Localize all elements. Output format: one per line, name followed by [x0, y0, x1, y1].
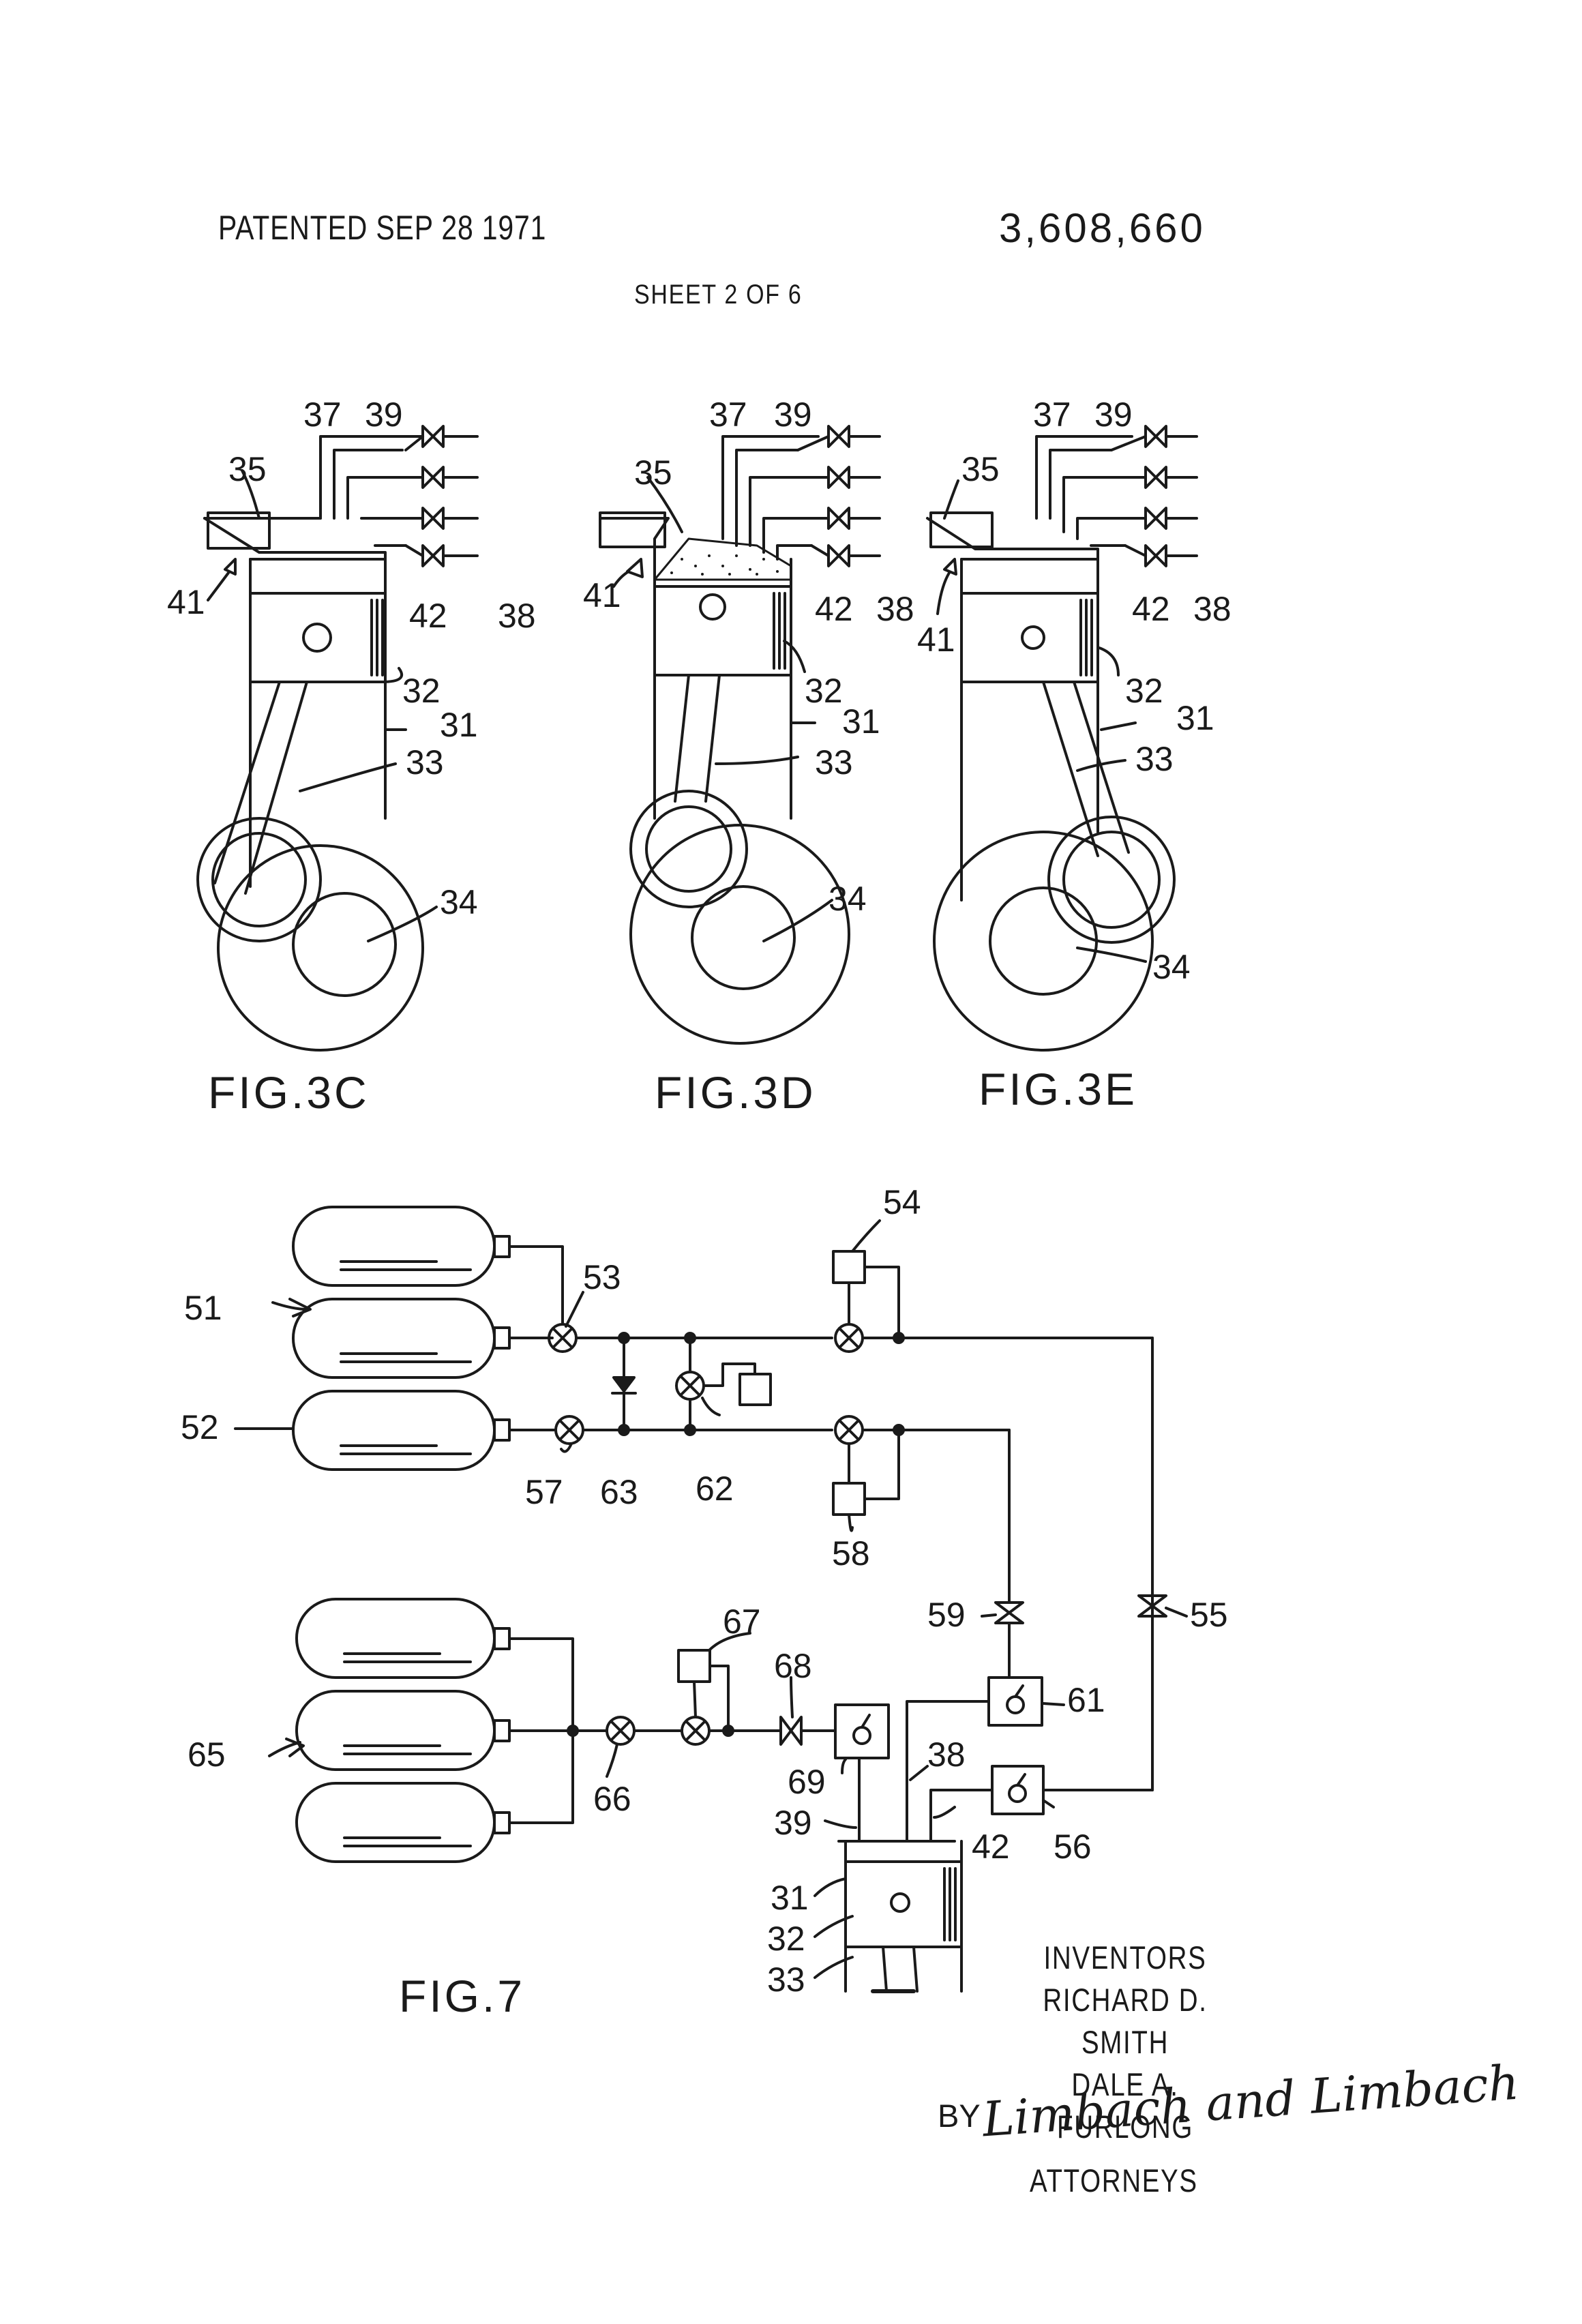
ref-fig3e-33: 33 [1135, 740, 1174, 778]
ref-fig7-53: 53 [583, 1258, 621, 1296]
ref-fig7-57: 57 [525, 1473, 563, 1511]
ref-fig3e-32: 32 [1125, 672, 1163, 710]
ref-fig3c-38: 38 [498, 597, 536, 635]
inventors-heading: INVENTORS [1008, 1937, 1242, 1979]
ref-fig3e-31: 31 [1176, 699, 1214, 737]
ref-fig7-32: 32 [767, 1920, 805, 1958]
ref-fig7-54: 54 [883, 1183, 921, 1221]
ref-fig7-38: 38 [927, 1735, 966, 1774]
figure-3c [198, 426, 477, 1050]
ref-fig7-55: 55 [1190, 1596, 1228, 1634]
ref-fig3d-41: 41 [583, 576, 621, 614]
attorneys-label: ATTORNEYS [1030, 2162, 1198, 2199]
ref-fig3d-35: 35 [634, 453, 672, 492]
ref-fig7-63: 63 [600, 1473, 638, 1511]
ref-fig3e-34: 34 [1152, 948, 1191, 986]
ref-fig3e-35: 35 [961, 450, 1000, 488]
ref-fig3e-42: 42 [1132, 590, 1170, 628]
by-label: BY [938, 2097, 981, 2134]
ref-fig7-39: 39 [774, 1804, 812, 1842]
ref-fig7-69: 69 [788, 1763, 826, 1801]
ref-fig3d-38: 38 [876, 590, 914, 628]
ref-fig7-33: 33 [767, 1961, 805, 1999]
ref-fig3c-35: 35 [228, 450, 267, 488]
caption-fig7: FIG.7 [399, 1971, 525, 2021]
ref-fig3e-37: 37 [1033, 396, 1071, 434]
ref-fig3d-33: 33 [815, 743, 853, 781]
ref-fig7-65: 65 [188, 1735, 226, 1774]
ref-fig3c-33: 33 [406, 743, 444, 781]
ref-fig7-62: 62 [696, 1470, 734, 1508]
ref-fig3d-34: 34 [829, 880, 867, 918]
ref-fig3e-38: 38 [1193, 590, 1232, 628]
ref-fig7-67: 67 [723, 1603, 761, 1641]
ref-fig3d-31: 31 [842, 702, 880, 741]
ref-fig3c-31: 31 [440, 706, 478, 744]
ref-fig7-59: 59 [927, 1596, 966, 1634]
ref-fig3c-42: 42 [409, 597, 447, 635]
ref-fig7-51: 51 [184, 1289, 222, 1327]
ref-fig7-31: 31 [771, 1879, 809, 1917]
ref-fig3d-42: 42 [815, 590, 853, 628]
ref-fig3e-41: 41 [917, 621, 955, 659]
figure-3d [600, 426, 880, 1043]
ref-fig3d-37: 37 [709, 396, 747, 434]
ref-fig3c-39: 39 [365, 396, 403, 434]
ref-fig3c-32: 32 [402, 672, 441, 710]
ref-fig7-52: 52 [181, 1408, 219, 1446]
figure-7 [235, 1207, 1186, 1991]
caption-fig3d: FIG.3D [655, 1067, 816, 1118]
ref-fig3d-39: 39 [774, 396, 812, 434]
caption-fig3c: FIG.3C [208, 1067, 370, 1118]
ref-fig7-61: 61 [1067, 1681, 1105, 1719]
ref-fig7-42: 42 [972, 1828, 1010, 1866]
ref-fig3c-41: 41 [167, 583, 205, 621]
ref-fig3c-34: 34 [440, 883, 478, 921]
ref-fig7-68: 68 [774, 1647, 812, 1685]
caption-fig3e: FIG.3E [979, 1064, 1137, 1114]
ref-fig3c-37: 37 [303, 396, 342, 434]
ref-fig7-56: 56 [1054, 1828, 1092, 1866]
ref-fig3e-39: 39 [1094, 396, 1133, 434]
ref-fig7-66: 66 [593, 1780, 631, 1818]
inventor-name: RICHARD D. SMITH [1008, 1979, 1242, 2064]
ref-fig3d-32: 32 [805, 672, 843, 710]
ref-fig7-58: 58 [832, 1534, 870, 1573]
